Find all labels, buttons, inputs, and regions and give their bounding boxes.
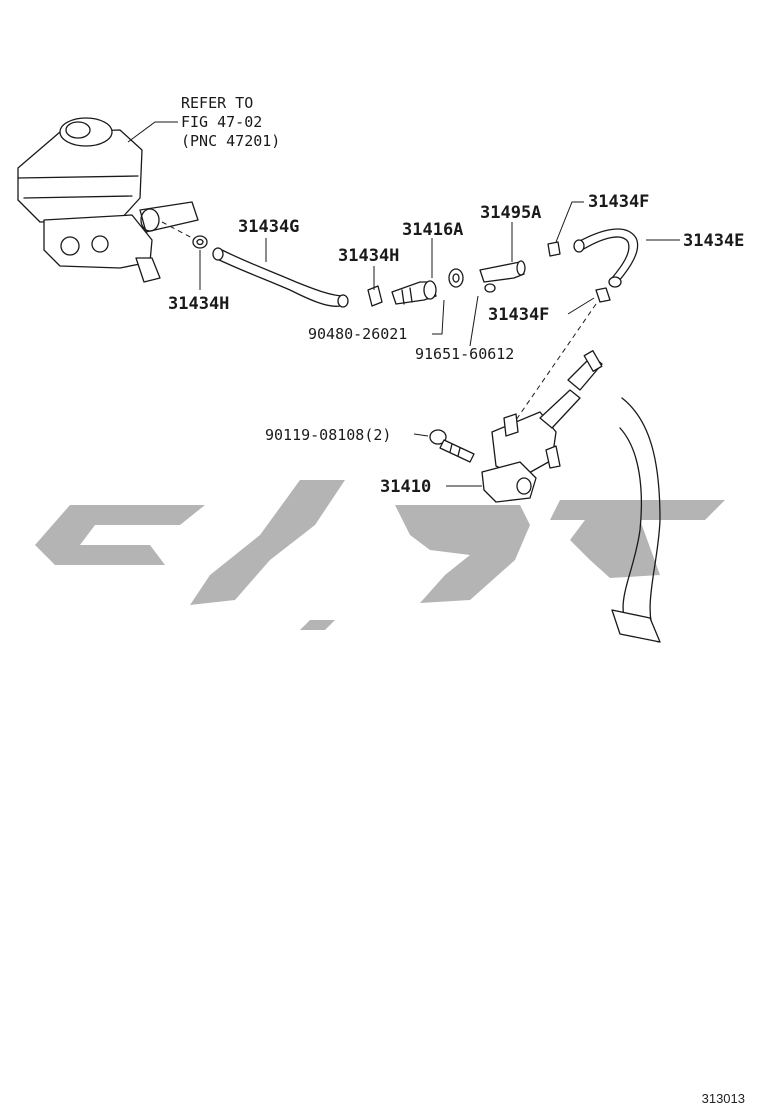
label-31434F-top: 31434F — [588, 192, 649, 212]
hose-31434E — [573, 228, 639, 288]
clamp-31434H-top — [367, 285, 383, 307]
clutch-pedal — [611, 397, 661, 643]
label-90480-26021: 90480-26021 — [308, 325, 407, 343]
label-31410: 31410 — [380, 477, 431, 497]
leader-lines — [127, 121, 680, 487]
clamp-31434F-mid — [595, 287, 611, 303]
figure-id: 313013 — [702, 1091, 745, 1106]
label-31434E: 31434E — [683, 231, 744, 251]
reference-line-3: (PNC 47201) — [181, 132, 280, 150]
label-90119-08108: 90119-08108(2) — [265, 426, 391, 444]
watermark-logo — [35, 480, 725, 630]
reference-line-2: FIG 47-02 — [181, 113, 262, 131]
label-31434H-left: 31434H — [168, 294, 229, 314]
bolt-90119 — [429, 429, 475, 463]
hose-31434G — [212, 247, 349, 308]
clamp-31434F-top — [547, 241, 561, 257]
label-31434H-top: 31434H — [338, 246, 399, 266]
clamp-31434H-left — [192, 235, 208, 249]
label-31495A: 31495A — [480, 203, 541, 223]
label-91651-60612: 91651-60612 — [415, 345, 514, 363]
label-31434G: 31434G — [238, 217, 299, 237]
grommet-31495A — [448, 268, 464, 288]
reference-line-1: REFER TO — [181, 94, 253, 112]
connector-31416A — [391, 280, 437, 305]
label-31416A: 31416A — [402, 220, 463, 240]
label-31434F-mid: 31434F — [488, 305, 549, 325]
master-cylinder-assembly — [17, 117, 199, 283]
union-bolt — [479, 260, 526, 293]
clutch-master-cylinder-31410 — [481, 350, 603, 503]
